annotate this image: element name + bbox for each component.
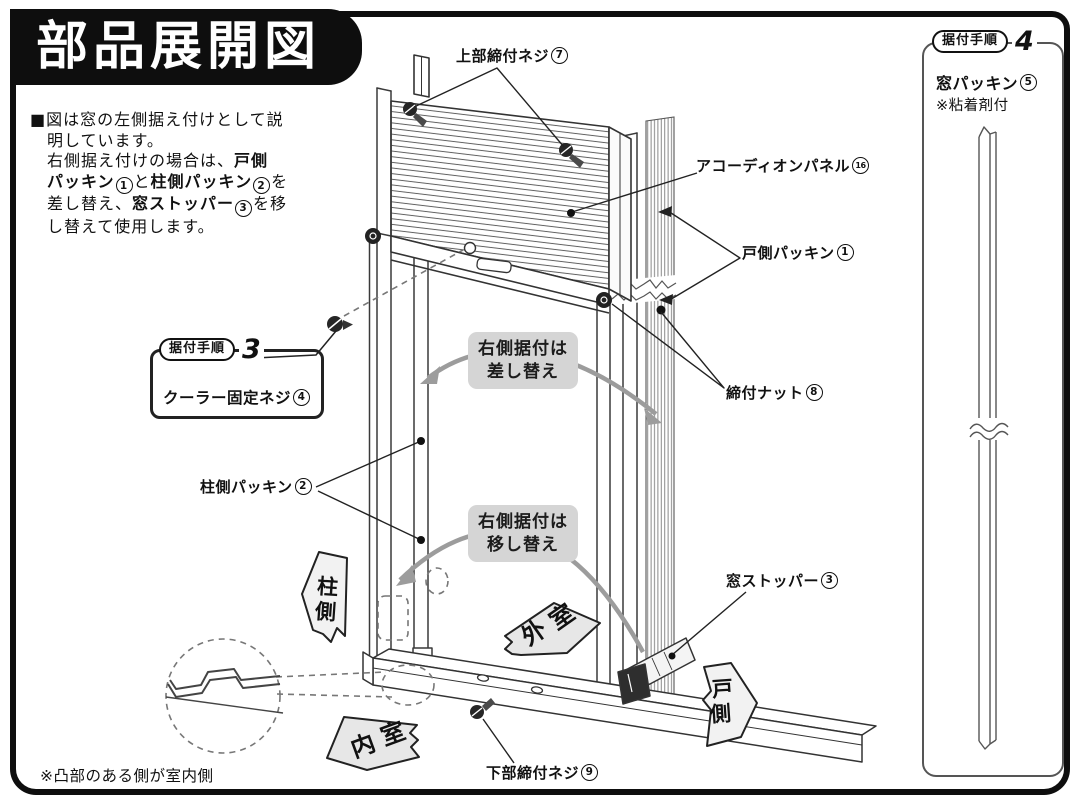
swap-move-arcs [396,348,662,654]
outdoor-arrow [504,602,601,656]
step4-pill: 据付手順 [932,30,1009,54]
note-line: 明しています。 [47,130,164,150]
window-packing-strip [969,126,1009,750]
sill-assembly [362,648,877,763]
door-arrow-char-2: 側 [709,701,732,727]
step3-header: 据付手順 3 [159,336,264,363]
page-title: 部品展開図 [36,17,322,77]
step4-header: 据付手順 4 [932,28,1037,55]
title-banner: 部品展開図 [10,9,362,85]
bottom-note: ※凸部のある側が室内側 [40,767,214,785]
door-arrow-char-1: 戸 [711,676,734,702]
note-line: ■図は窓の左側据え付けとして説 [30,110,284,129]
indoor-arrow [326,716,420,771]
hint-box-move: 右側据付は 移し替え [468,505,578,562]
door-side-arrow [702,662,758,747]
note-line: し替えて使用します。 [47,217,215,236]
label-adhesive-note: ※粘着剤付 [936,98,1009,114]
dashed-marks [165,249,464,754]
step3-pill: 据付手順 [159,338,236,362]
accordion-panel [390,54,632,314]
detail-bracket [165,668,284,714]
direction-arrows [301,551,758,771]
nuts [365,228,666,315]
step4-number: 4 [1012,28,1037,55]
pillar-arrow-char-2: 側 [314,599,337,625]
page-border [10,11,1070,795]
pillar-arrow-char-1: 柱 [316,574,339,600]
hint-box-swap: 右側据付は 差し替え [468,332,578,389]
screws [327,102,584,719]
pillar-side-arrow [301,551,348,643]
step3-number: 3 [239,336,264,363]
note-line: 右側据え付けの場合は、戸側 [47,151,269,170]
